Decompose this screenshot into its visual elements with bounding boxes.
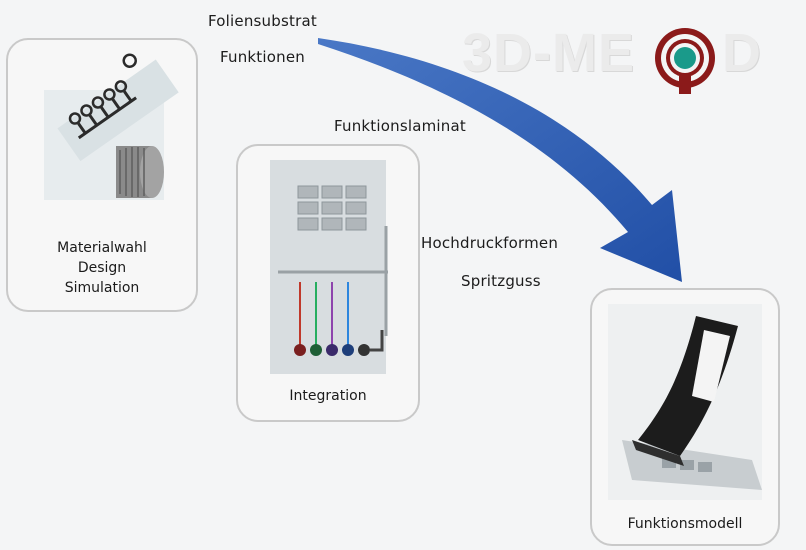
functional-model-image	[608, 304, 762, 500]
label-spritzguss: Spritzguss	[461, 272, 541, 290]
logo-text-d: D	[722, 22, 762, 84]
label-funktionslaminat: Funktionslaminat	[334, 117, 466, 135]
card-design: Materialwahl Design Simulation	[6, 38, 198, 312]
card-design-line-2: Design	[77, 260, 127, 276]
foil-circuit-image	[44, 53, 179, 200]
card-design-line-1: Materialwahl	[57, 240, 147, 256]
roll-icon	[116, 146, 164, 198]
label-foliensubstrat: Foliensubstrat	[208, 12, 317, 30]
label-funktionen: Funktionen	[220, 48, 305, 66]
card-funktionsmodell: Funktionsmodell	[590, 288, 780, 546]
card-design-line-3: Simulation	[64, 280, 140, 296]
logo-text-left: 3D-ME	[462, 23, 636, 83]
card-integration-label: Integration	[289, 388, 367, 404]
logo-text-right: D	[722, 23, 762, 83]
laminate-image	[270, 160, 388, 374]
card-funktionsmodell-label: Funktionsmodell	[627, 516, 743, 532]
label-hochdruckformen: Hochdruckformen	[421, 234, 559, 252]
card-integration: Integration	[236, 144, 420, 422]
logo-text: 3D-ME	[462, 22, 635, 84]
